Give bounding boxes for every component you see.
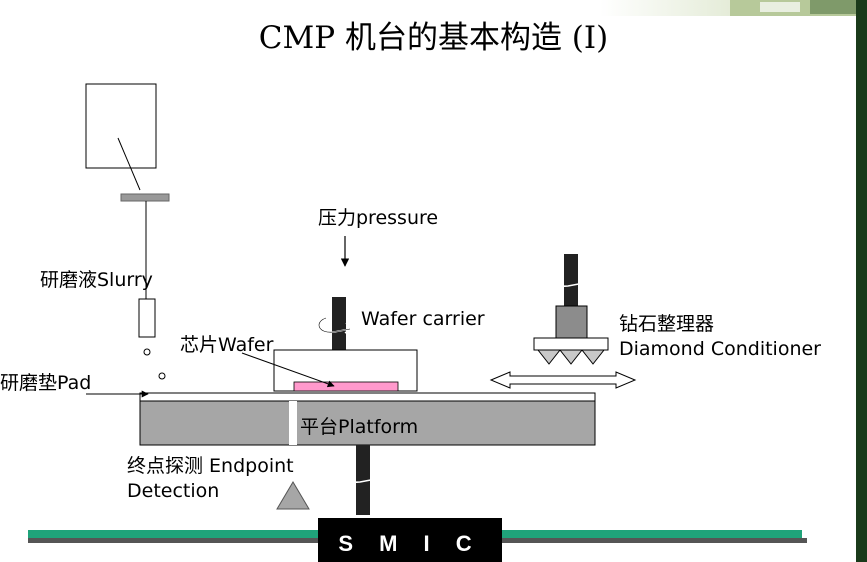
endpoint-window — [289, 401, 297, 445]
conditioner-label-cn: 钻石整理器 — [619, 313, 715, 335]
right-edge-bar — [856, 0, 867, 562]
wafer-pointer — [241, 352, 335, 388]
endpoint-label-line1: 终点探测 Endpoint — [127, 455, 294, 477]
pressure-label: 压力pressure — [318, 207, 439, 229]
pad-label: 研磨垫Pad — [0, 372, 92, 394]
slurry-drop — [158, 372, 166, 380]
slurry-dispenser — [85, 83, 170, 380]
smic-logo — [318, 518, 502, 562]
endpoint-detector — [276, 481, 310, 510]
slurry-nozzle — [138, 298, 156, 338]
wafer-carrier-label: Wafer carrier — [361, 308, 485, 330]
smic-logo-text: S M I C — [338, 531, 482, 556]
wafer-label: 芯片Wafer — [180, 334, 274, 356]
diamond-conditioner — [533, 254, 609, 365]
platform-label: 平台Platform — [300, 416, 419, 438]
slurry-valve — [120, 193, 170, 202]
footer-bar — [28, 518, 807, 562]
carrier-spindle — [318, 297, 354, 351]
polishing-pad — [139, 392, 596, 402]
page-title: CMP 机台的基本构造 (I) — [258, 20, 609, 56]
platform — [139, 400, 596, 446]
conditioner-head — [555, 305, 588, 339]
conditioner-label-en: Diamond Conditioner — [619, 338, 821, 360]
slurry-drop — [143, 348, 151, 356]
sweep-double-arrow — [489, 371, 637, 389]
slurry-tank — [85, 83, 157, 169]
wafer — [293, 381, 399, 392]
platform-spindle — [344, 445, 380, 515]
header-decoration — [600, 0, 867, 16]
slurry-label: 研磨液Slurry — [40, 269, 153, 291]
endpoint-label-line2: Detection — [127, 480, 220, 502]
conditioner-spindle — [564, 254, 578, 306]
conditioner-plate — [533, 337, 609, 351]
